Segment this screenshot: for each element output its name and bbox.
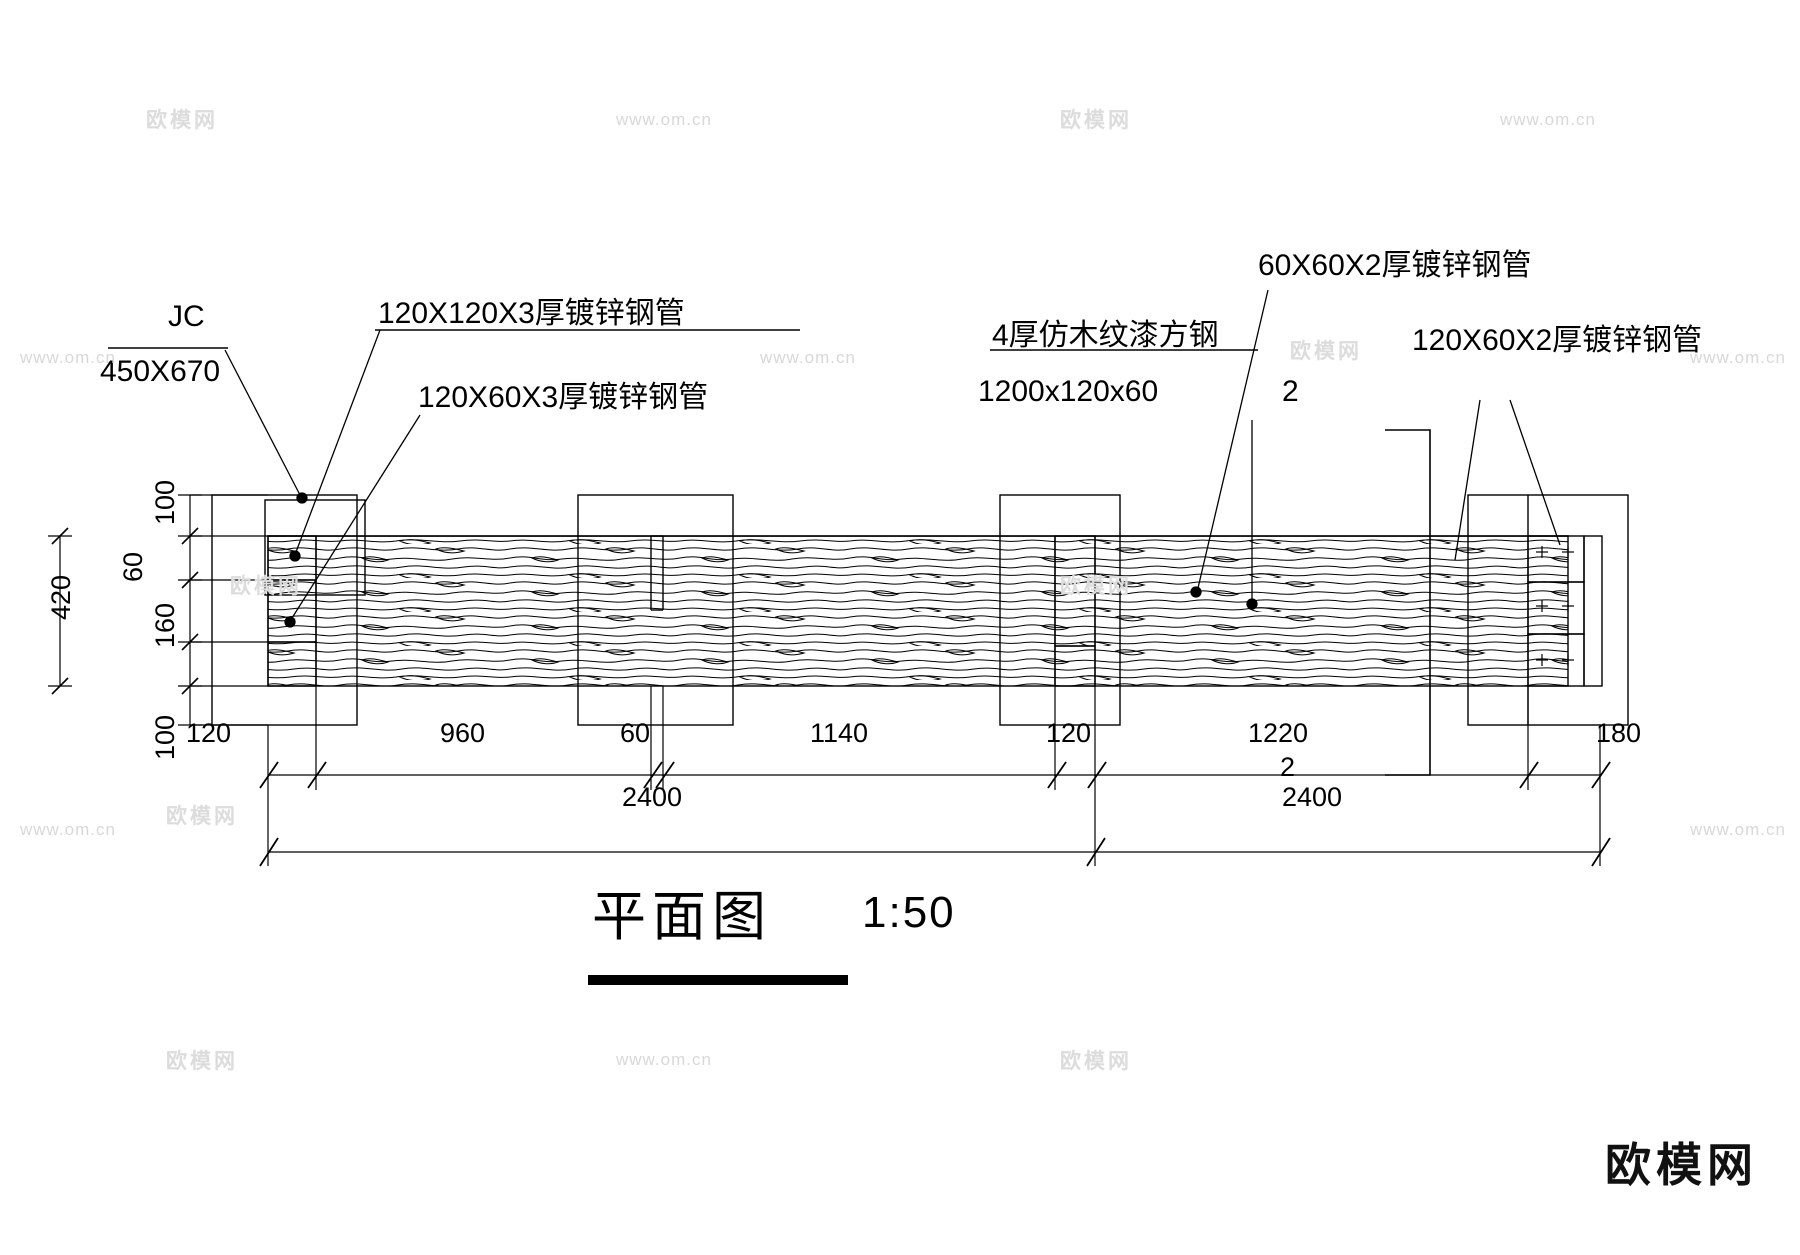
callout-tube-60x60x2: 60X60X2厚镀锌钢管 [1258,249,1532,282]
callout-woodgrain-steel-line1: 4厚仿木纹漆方钢 [992,319,1219,352]
dimension-bottom-120-mid: 120 [1046,718,1092,748]
beam-body [267,535,1569,687]
dimension-left-160: 160 [150,602,180,648]
title-underline [588,975,848,985]
dimension-left-60: 60 [118,551,148,582]
callout-underlines [108,329,1258,351]
callout-tube-120x60x3: 120X60X3厚镀锌钢管 [418,381,709,414]
dimension-bottom-1140: 1140 [810,718,869,748]
dimension-total-2400-right: 2400 [1282,782,1343,812]
dimension-total-2400-left: 2400 [622,782,683,812]
callout-tube-120x120x3: 120X120X3厚镀锌钢管 [378,297,685,330]
mid-post-2 [999,494,1121,726]
callout-jc-line2: 450X670 [100,355,221,388]
bottom-dimension-chain-1 [259,686,1611,790]
callout-jc-line1: JC [168,300,205,333]
brand-logo: 欧模网 [1605,1139,1758,1191]
drawing-title: 平面图 [592,887,772,947]
mid-post-1 [577,494,734,726]
bottom-dimension-total [259,790,1611,867]
callout-tube-120x60x2: 120X60X2厚镀锌钢管 [1412,324,1703,357]
dimension-left-overall-420: 420 [46,574,76,620]
dimension-bottom-120-left: 120 [186,718,232,748]
callout-woodgrain-steel-line2: 1200x120x60 [978,375,1159,408]
dimension-bottom-960: 960 [440,718,486,748]
callout-woodgrain-steel-qty: 2 [1282,375,1299,408]
leader-lines [224,289,1561,628]
dimension-left-100-bottom: 100 [150,714,180,760]
drawing-scale: 1:50 [862,888,956,937]
dimension-bottom-180: 180 [1596,718,1642,748]
dimension-bottom-60: 60 [620,718,651,748]
repeat-marker-2: 2 [1280,752,1296,782]
left-dimension-lines [48,494,268,726]
dimension-left-100-top: 100 [150,479,180,525]
dimension-bottom-1220: 1220 [1248,718,1309,748]
